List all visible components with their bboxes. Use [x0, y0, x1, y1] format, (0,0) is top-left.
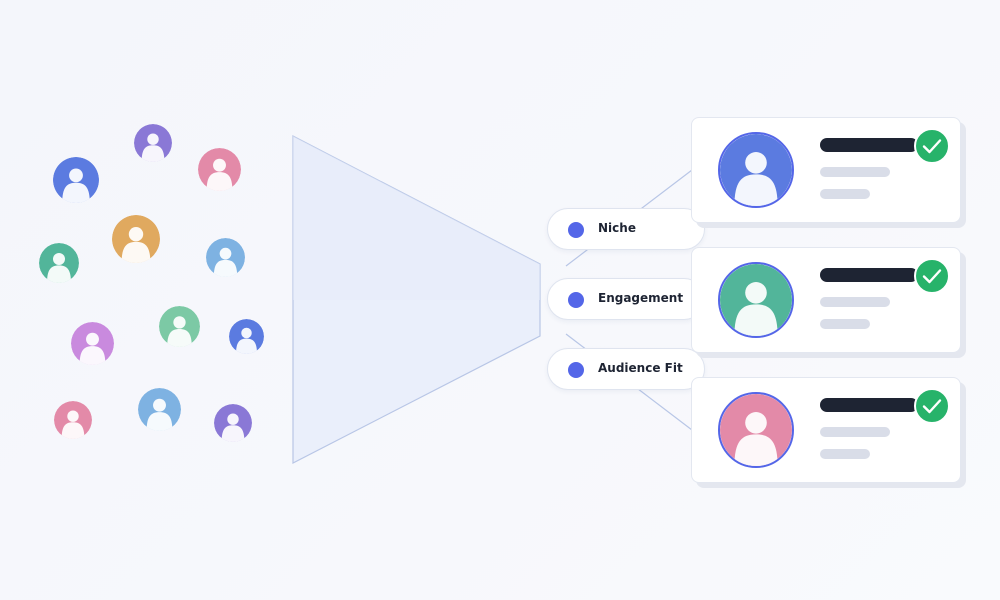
funnel-shade [293, 136, 540, 300]
audience-avatar [53, 157, 99, 203]
match-card[interactable] [691, 377, 961, 483]
avatar [718, 262, 794, 338]
match-card[interactable] [691, 247, 961, 353]
detail-placeholder [820, 167, 890, 177]
dot-icon [568, 222, 584, 238]
filter-pill-niche[interactable]: Niche [547, 208, 705, 250]
checkmark-icon [914, 128, 950, 164]
checkmark-icon [914, 388, 950, 424]
audience-avatar [71, 322, 114, 365]
filter-pill-audience-fit[interactable]: Audience Fit [547, 348, 705, 390]
filter-pill-engagement[interactable]: Engagement [547, 278, 705, 320]
audience-avatar [206, 238, 245, 277]
dot-icon [568, 292, 584, 308]
audience-avatar [214, 404, 252, 442]
audience-avatar [112, 215, 160, 263]
checkmark-icon [914, 258, 950, 294]
audience-avatar [54, 401, 92, 439]
name-placeholder [820, 398, 918, 412]
audience-avatar [198, 148, 241, 191]
audience-avatar [138, 388, 181, 431]
filter-label: Audience Fit [598, 361, 683, 375]
detail-placeholder [820, 189, 870, 199]
audience-avatar [229, 319, 264, 354]
name-placeholder [820, 138, 918, 152]
detail-placeholder [820, 427, 890, 437]
detail-placeholder [820, 297, 890, 307]
audience-avatar [134, 124, 172, 162]
audience-avatar [159, 306, 200, 347]
match-card[interactable] [691, 117, 961, 223]
filter-label: Engagement [598, 291, 684, 305]
dot-icon [568, 362, 584, 378]
avatar [718, 132, 794, 208]
filter-label: Niche [598, 221, 636, 235]
audience-avatar [39, 243, 79, 283]
detail-placeholder [820, 449, 870, 459]
avatar [718, 392, 794, 468]
detail-placeholder [820, 319, 870, 329]
name-placeholder [820, 268, 918, 282]
